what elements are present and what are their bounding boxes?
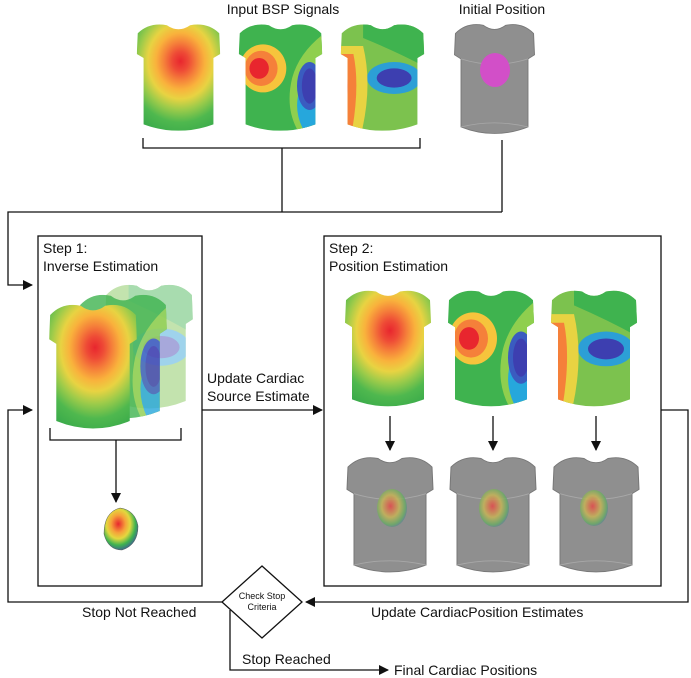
- step2-box: [323, 235, 662, 587]
- input-torso-3: [334, 22, 431, 134]
- stop-reached-label: Stop Reached: [242, 651, 331, 667]
- step2-torso-3: [544, 288, 644, 410]
- check-stop-line2: Criteria: [247, 602, 276, 612]
- step1-bracket: [49, 428, 182, 441]
- step2-torso-2: [441, 288, 541, 410]
- cardiac-source-heart: [103, 507, 139, 551]
- initial-heart: [480, 53, 510, 87]
- update-position-label: Update CardiacPosition Estimates: [371, 604, 583, 620]
- initial-position-torso: [455, 25, 535, 134]
- step1-torso-stack: [42, 282, 200, 432]
- step2-title: Step 2:: [329, 240, 373, 256]
- position-torso-3: [553, 458, 639, 572]
- step2-subtitle: Position Estimation: [329, 258, 448, 274]
- position-torso-1: [347, 458, 433, 572]
- check-stop-line1: Check Stop: [239, 591, 286, 601]
- check-stop-diamond: Check Stop Criteria: [221, 565, 303, 639]
- step1-box: [37, 235, 203, 587]
- stop-not-reached-label: Stop Not Reached: [82, 604, 196, 620]
- input-torso-2: [232, 22, 329, 134]
- input-bsp-label: Input BSP Signals: [227, 1, 340, 17]
- final-positions-label: Final Cardiac Positions: [394, 662, 537, 678]
- step1-subtitle: Inverse Estimation: [43, 258, 158, 274]
- step2-torso-1: [338, 288, 438, 410]
- update-source-line1: Update Cardiac: [207, 370, 304, 386]
- input-torso-1: [130, 22, 227, 134]
- update-source-line2: Source Estimate: [207, 388, 310, 404]
- step1-title: Step 1:: [43, 240, 87, 256]
- position-torso-2: [450, 458, 536, 572]
- input-bracket: [142, 138, 421, 149]
- initial-position-label: Initial Position: [459, 1, 545, 17]
